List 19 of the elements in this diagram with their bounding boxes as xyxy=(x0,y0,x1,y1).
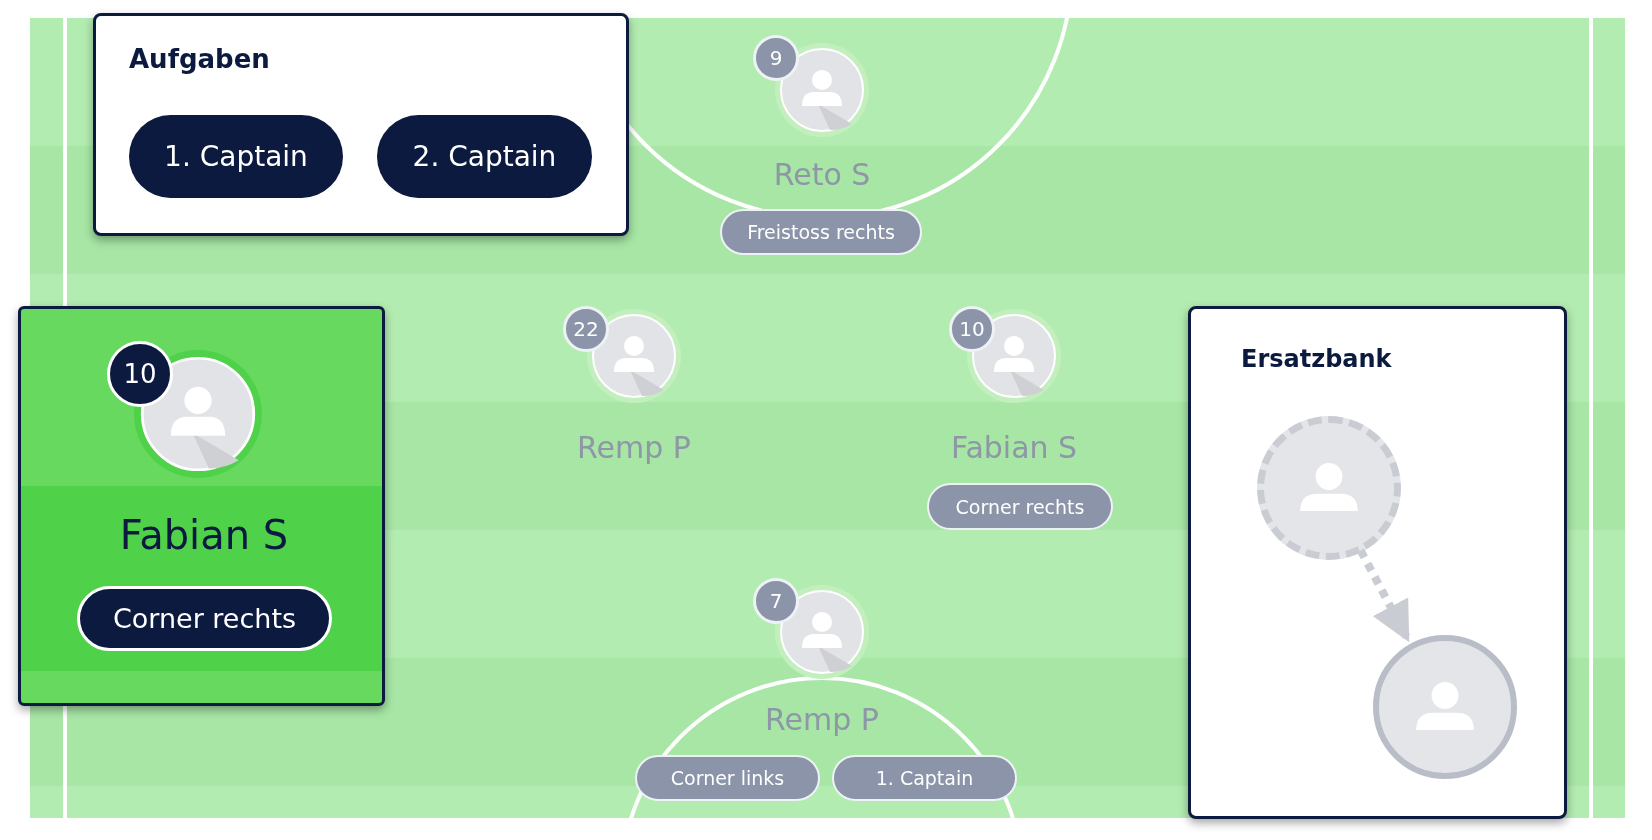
task-chip: 2. Captain xyxy=(377,115,592,198)
player-card xyxy=(18,306,385,706)
player-name: Reto S xyxy=(773,156,871,192)
jersey-number-badge: 10 xyxy=(107,341,173,407)
panel xyxy=(1188,306,1567,819)
task-chip: 1. Captain xyxy=(129,115,343,198)
arrow xyxy=(1357,548,1411,643)
panel xyxy=(93,13,629,236)
player-name: Remp P xyxy=(765,701,879,737)
panel-heading: Aufgaben xyxy=(129,44,270,74)
player-name: Remp P xyxy=(577,429,691,465)
panel-heading: Ersatzbank xyxy=(1241,345,1392,373)
task-tag: Corner rechts xyxy=(77,586,332,651)
player-name: Fabian S xyxy=(950,429,1078,465)
task-tag: Corner links xyxy=(635,755,820,801)
task-tag: Corner rechts xyxy=(927,483,1113,530)
task-tag: Freistoss rechts xyxy=(720,209,922,255)
player-name: Fabian S xyxy=(119,512,289,558)
task-tag: 1. Captain xyxy=(832,755,1017,801)
